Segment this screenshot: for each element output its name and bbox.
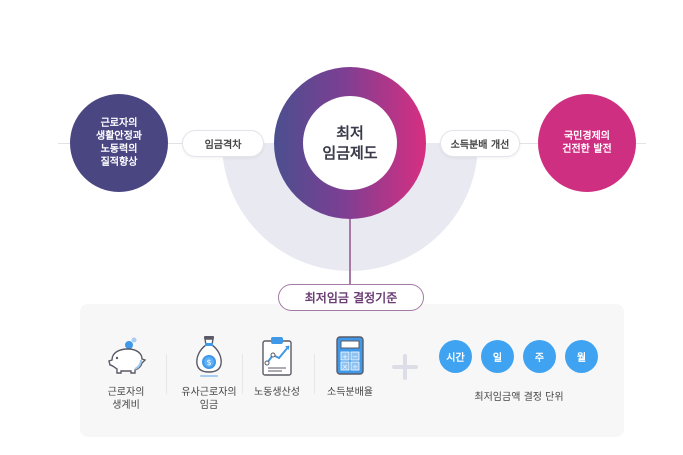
unit-month: 월 — [565, 340, 598, 373]
unit-hour: 시간 — [439, 340, 472, 373]
piggy-bank-icon — [104, 334, 148, 378]
connector-pill-income-distribution: 소득분배 개선 — [440, 130, 520, 157]
svg-text:+: + — [342, 353, 348, 361]
connector-label: 임금격차 — [204, 140, 242, 151]
criteria-item-label: 근로자의 생계비 — [107, 387, 145, 411]
divider — [314, 354, 315, 394]
criteria-item-label: 유사근로자의 임금 — [181, 387, 237, 411]
connector-label: 소득분배 개선 — [450, 140, 510, 151]
goal-node-national-economy: 국민경제의 건전한 발전 — [538, 94, 636, 192]
criteria-item-productivity: 노동생산성 — [237, 334, 317, 399]
criteria-title: 최저임금 결정기준 — [304, 291, 398, 305]
connector-pill-wage-gap: 임금격차 — [182, 130, 264, 157]
plus-icon — [392, 354, 418, 380]
criteria-item-similar-wage: $ 유사근로자의 임금 — [169, 334, 249, 412]
criteria-item-income-share: + − × ÷ 소득분배율 — [310, 334, 390, 399]
criteria-item-label: 소득분배율 — [327, 387, 373, 398]
center-node: 최저 임금제도 — [303, 96, 397, 190]
wage-units: 시간 일 주 월 — [439, 340, 598, 373]
svg-text:$: $ — [206, 358, 211, 367]
unit-week: 주 — [523, 340, 556, 373]
vertical-connector — [349, 219, 351, 287]
center-title: 최저 임금제도 — [322, 124, 378, 162]
svg-text:×: × — [342, 363, 348, 371]
criteria-title-pill: 최저임금 결정기준 — [278, 284, 424, 311]
center-ring: 최저 임금제도 — [274, 67, 426, 219]
clipboard-chart-icon — [255, 334, 299, 378]
goal-node-worker-stability: 근로자의 생활안정과 노동력의 질적향상 — [70, 94, 168, 192]
units-label: 최저임금액 결정 단위 — [474, 392, 564, 403]
calculator-icon: + − × ÷ — [328, 334, 372, 378]
criteria-item-label: 노동생산성 — [254, 387, 300, 398]
criteria-panel: 근로자의 생계비 $ 유사근로자의 임금 — [80, 304, 624, 437]
goal-node-label: 근로자의 생활안정과 노동력의 질적향상 — [96, 118, 142, 168]
divider — [242, 354, 243, 394]
criteria-item-living-cost: 근로자의 생계비 — [86, 334, 166, 412]
unit-day: 일 — [481, 340, 514, 373]
goal-node-label: 국민경제의 건전한 발전 — [562, 131, 612, 155]
svg-text:÷: ÷ — [352, 363, 358, 371]
money-bag-icon: $ — [187, 334, 231, 378]
divider — [166, 354, 167, 394]
svg-text:−: − — [352, 353, 358, 361]
